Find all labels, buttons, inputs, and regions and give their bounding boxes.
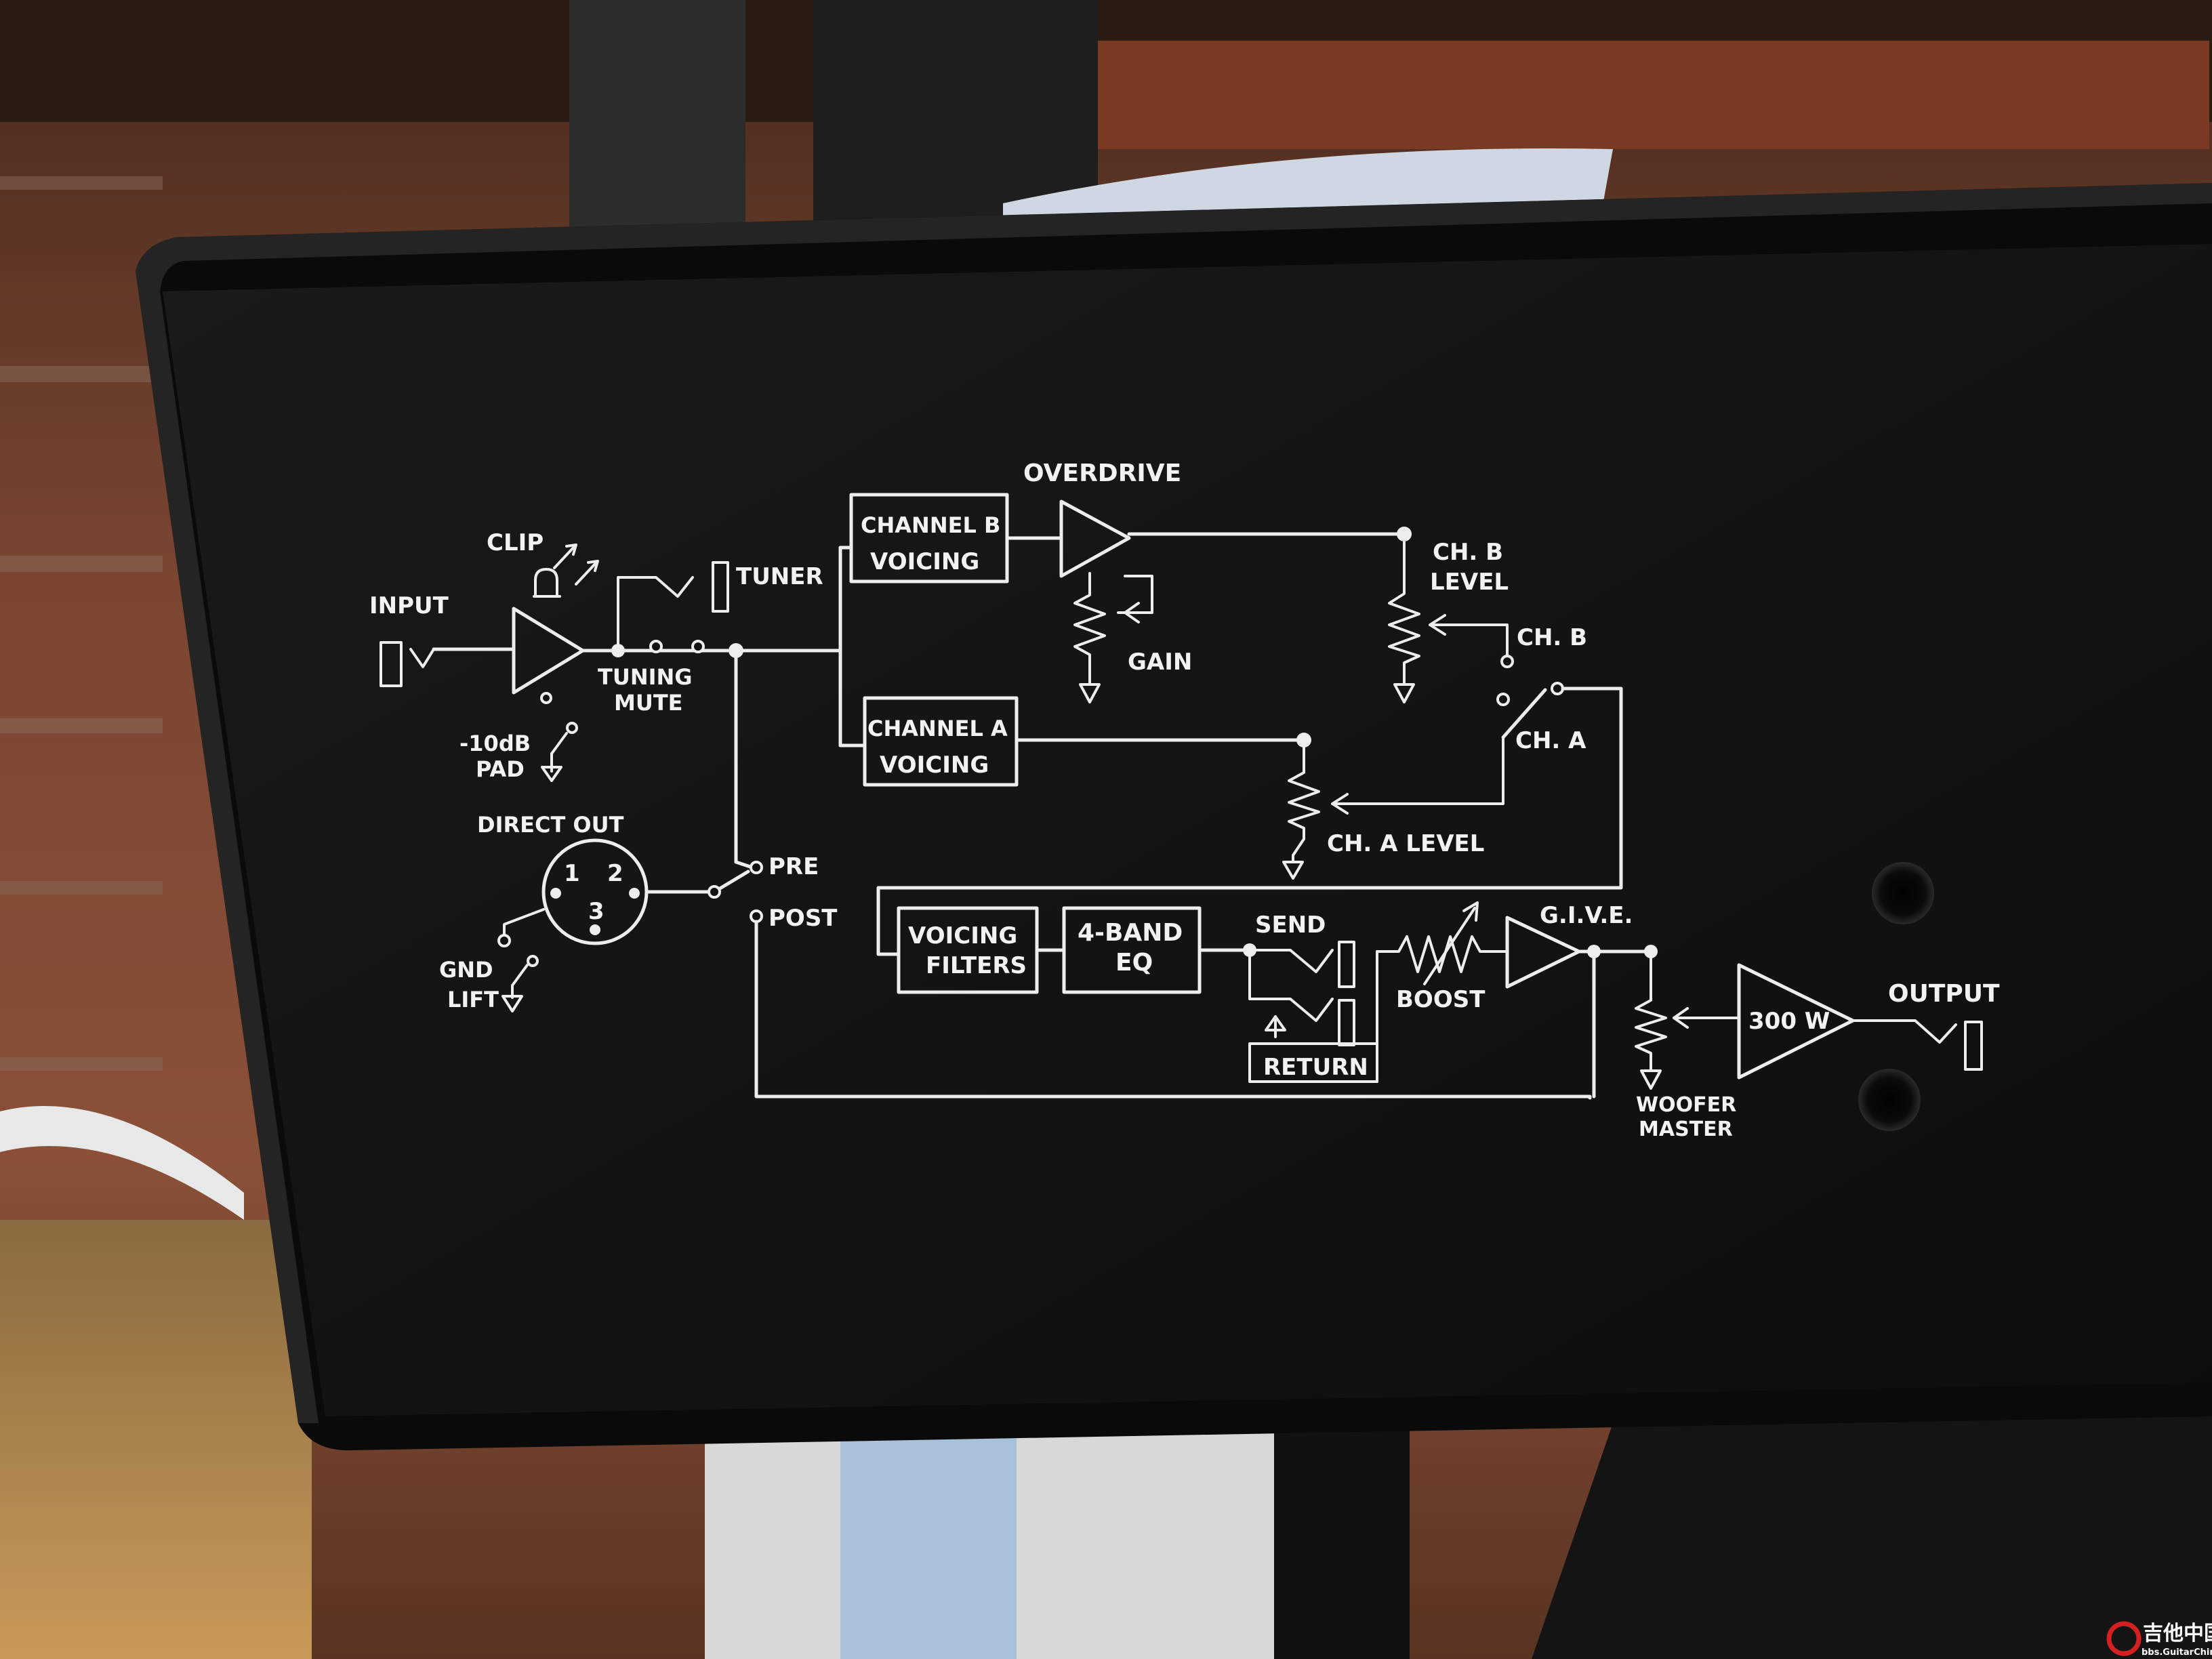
gnd-lift-label: GND [439,957,493,983]
ground-arrow-icon [1282,861,1304,880]
give-amp-triangle-icon [1505,916,1581,989]
ch-b-level-label: CH. B [1433,539,1503,566]
ch-a-label: CH. A [1515,727,1586,754]
pad-switch-icon [550,732,568,755]
send-label: SEND [1255,912,1326,939]
input-section: INPUT CLIP -10dB PAD [369,529,599,782]
channel-split-wires [734,546,867,869]
watermark-logo-icon [2106,1621,2142,1656]
boost-pot-icon [1376,935,1509,973]
ch-b-level-pot-icon [1388,533,1420,686]
ch-b-label: CH. B [1517,624,1587,651]
pad-label: -10dB [459,731,531,756]
watermark-url: bbs.GuitarChina.com [2142,1647,2212,1658]
boost-arrow-icon [1423,901,1479,985]
gain-label: GAIN [1128,649,1192,676]
watermark: 吉他中国 bbs.GuitarChina.com [2106,1621,2212,1658]
ground-arrow-icon [541,752,562,782]
woofer-master-label: WOOFER [1636,1093,1736,1117]
ch-a-level-pot-icon [1288,739,1320,840]
mounting-hole-upper [1872,862,1934,924]
ground-arrow-icon [1640,1069,1662,1090]
tuning-mute-label: TUNING [598,664,693,690]
post-label: POST [769,905,838,932]
output-label: OUTPUT [1888,980,2000,1008]
return-arrow-icon [1265,1015,1286,1038]
mounting-holes [1858,862,1934,1131]
eq-label-line2: EQ [1115,949,1153,977]
mounting-hole-lower [1858,1069,1921,1131]
ch-b-level-label-line2: LEVEL [1430,569,1509,596]
ch-a-level-label: CH. A LEVEL [1327,830,1484,857]
tuner-jack-icon [712,561,729,613]
channel-a-label: CHANNEL A [867,716,1008,741]
clip-label: CLIP [487,529,544,556]
ground-arrow-icon [501,984,523,1012]
clip-led-icon [534,568,558,598]
return-label: RETURN [1263,1054,1368,1081]
output-jack-icon [1964,1021,1983,1071]
channel-a-path: CHANNEL A VOICING CH. A LEVEL CH. A [863,682,1623,956]
channel-a-voicing-label: VOICING [880,752,989,779]
overdrive-triangle-icon [1059,499,1131,578]
channel-b-label: CHANNEL B [861,512,1000,538]
input-jack-icon [380,641,403,687]
watermark-brand: 吉他中国 [2143,1622,2212,1645]
send-jack-icon [1338,941,1355,988]
amp-chassis [136,183,2212,1659]
gain-pot-icon [1073,572,1106,686]
power-amp-triangle-icon [1737,963,1855,1080]
tuner-section: TUNER TUNING MUTE [581,561,823,716]
woofer-master-pot-icon [1635,950,1667,1072]
ground-arrow-icon [1079,683,1101,703]
jack-tip-icon [409,648,435,668]
power-amp-label: 300 W [1748,1008,1830,1035]
direct-out-section: DIRECT OUT 1 2 3 PRE POST GND LIFT [439,812,1592,1100]
pad-label-line2: PAD [476,756,525,782]
preamp-triangle-icon [512,607,585,695]
boost-label: BOOST [1396,986,1486,1013]
block-diagram: INPUT CLIP -10dB PAD TUNER [369,459,2000,1141]
output-chain: VOICING FILTERS 4-BAND EQ SEND RETURN BO… [897,901,2000,1141]
voicing-filters-label: VOICING [908,922,1017,949]
tuning-mute-label-line2: MUTE [614,690,683,716]
xlr-pin1-label: 1 [564,860,580,887]
channel-b-path: CHANNEL B VOICING OVERDRIVE GAIN CH. B L… [849,459,1587,703]
led-ray-icon [553,544,577,569]
gnd-lift-switch-icon [511,964,529,987]
eq-label: 4-BAND [1078,919,1183,947]
woofer-master-label-line2: MASTER [1639,1118,1733,1141]
ground-arrow-icon [1393,683,1415,703]
voicing-filters-label-line2: FILTERS [926,952,1027,979]
pre-label: PRE [769,853,819,880]
gnd-lift-label-line2: LIFT [447,987,499,1012]
xlr-pin3-label: 3 [588,898,605,925]
overdrive-label: OVERDRIVE [1023,459,1181,487]
give-label: G.I.V.E. [1540,902,1633,929]
channel-b-voicing-label: VOICING [870,548,979,575]
direct-out-label: DIRECT OUT [477,812,624,838]
tuner-label: TUNER [736,563,823,590]
input-label: INPUT [369,592,449,619]
xlr-pin2-label: 2 [607,860,623,887]
led-ray-icon [575,560,599,586]
